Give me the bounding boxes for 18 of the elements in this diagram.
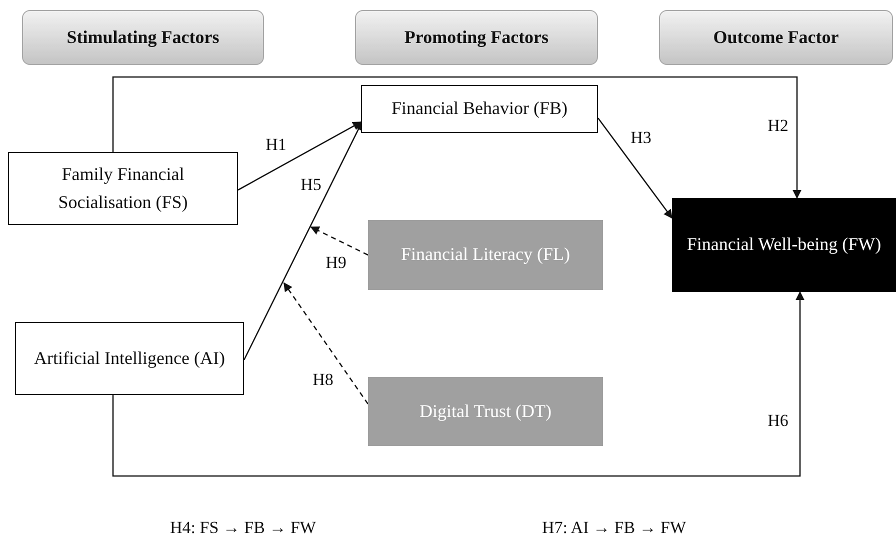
hypothesis-note: H4: FS → FB → FW xyxy=(170,518,316,538)
arrow xyxy=(238,121,362,191)
category-header: Outcome Factor xyxy=(659,10,893,65)
dashed-arrow xyxy=(283,282,369,404)
category-header: Promoting Factors xyxy=(355,10,598,65)
construct-box: Artificial Intelligence (AI) xyxy=(15,322,244,395)
outcome-box: Financial Well-being (FW) xyxy=(672,198,896,292)
arrow xyxy=(597,118,673,219)
moderator-box: Digital Trust (DT) xyxy=(368,377,603,446)
construct-box: Financial Behavior (FB) xyxy=(361,85,598,133)
hypothesis-note: H7: AI → FB → FW xyxy=(542,518,686,538)
dashed-arrow xyxy=(310,226,368,256)
construct-box: Family Financial Socialisation (FS) xyxy=(8,152,238,225)
arrow xyxy=(112,291,804,477)
arrow xyxy=(243,121,363,360)
category-header: Stimulating Factors xyxy=(22,10,264,65)
arrow xyxy=(112,76,802,199)
moderator-box: Financial Literacy (FL) xyxy=(368,220,603,290)
